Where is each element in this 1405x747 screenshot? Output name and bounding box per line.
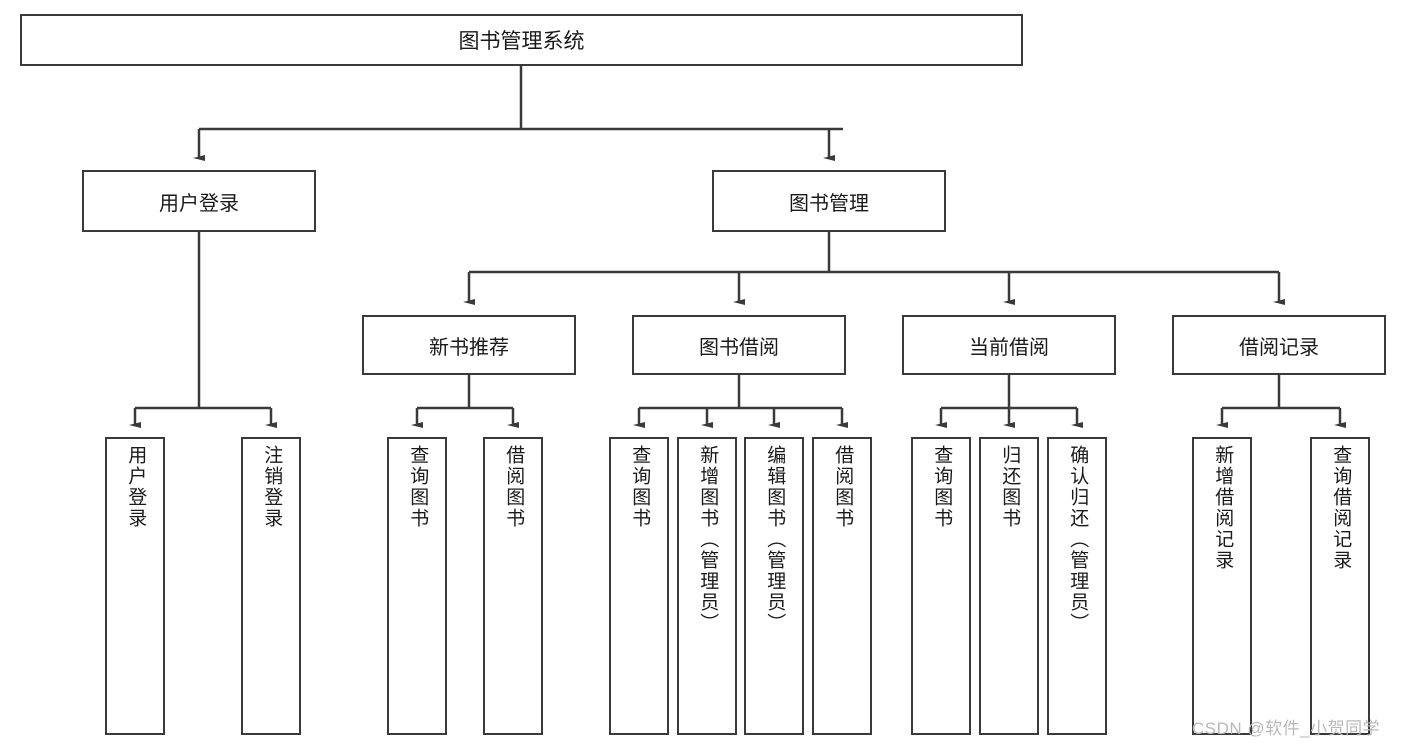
leaf-current-return-book[interactable]: 归还图书: [979, 437, 1039, 735]
node-book-management[interactable]: 图书管理: [712, 170, 946, 232]
node-label: 新增借阅记录: [1212, 445, 1234, 571]
leaf-current-confirm-return[interactable]: 确认归还（管理员）: [1047, 437, 1107, 735]
node-book-borrow[interactable]: 图书借阅: [632, 315, 846, 375]
node-borrow-record[interactable]: 借阅记录: [1172, 315, 1386, 375]
node-label: 注销登录: [261, 445, 283, 529]
node-label: 借阅图书: [503, 445, 525, 529]
leaf-borrow-add-book[interactable]: 新增图书（管理员）: [677, 437, 737, 735]
node-label: 图书借阅: [699, 336, 779, 359]
leaf-recommend-query-book[interactable]: 查询图书: [387, 437, 447, 735]
node-label: 查询图书: [931, 445, 953, 529]
node-label: 图书管理: [789, 192, 869, 215]
leaf-user-login-logout[interactable]: 注销登录: [241, 437, 301, 735]
node-label: 编辑图书（管理员）: [764, 445, 786, 634]
node-label: 借阅图书: [832, 445, 854, 529]
node-root-system[interactable]: 图书管理系统: [20, 14, 1023, 66]
node-label: 查询图书: [629, 445, 651, 529]
node-label: 借阅记录: [1239, 336, 1319, 359]
leaf-recommend-borrow-book[interactable]: 借阅图书: [483, 437, 543, 735]
leaf-record-query-record[interactable]: 查询借阅记录: [1310, 437, 1370, 735]
node-label: 查询图书: [407, 445, 429, 529]
leaf-record-add-record[interactable]: 新增借阅记录: [1192, 437, 1252, 735]
node-label: 当前借阅: [969, 336, 1049, 359]
watermark-text: CSDN @软件_小贺同学: [1192, 719, 1381, 738]
node-label: 确认归还（管理员）: [1067, 445, 1089, 634]
node-user-login[interactable]: 用户登录: [82, 170, 316, 232]
leaf-borrow-edit-book[interactable]: 编辑图书（管理员）: [744, 437, 804, 735]
leaf-borrow-query-book[interactable]: 查询图书: [609, 437, 669, 735]
leaf-borrow-borrow-book[interactable]: 借阅图书: [812, 437, 872, 735]
node-label: 新增图书（管理员）: [697, 445, 719, 634]
node-current-borrow[interactable]: 当前借阅: [902, 315, 1116, 375]
leaf-user-login-login[interactable]: 用户登录: [105, 437, 165, 735]
node-label: 归还图书: [999, 445, 1021, 529]
node-label: 新书推荐: [429, 336, 509, 359]
node-label: 用户登录: [125, 445, 147, 529]
node-label: 查询借阅记录: [1330, 445, 1352, 571]
node-label: 图书管理系统: [458, 30, 585, 53]
leaf-current-query-book[interactable]: 查询图书: [911, 437, 971, 735]
node-new-book-recommend[interactable]: 新书推荐: [362, 315, 576, 375]
node-label: 用户登录: [159, 192, 239, 215]
